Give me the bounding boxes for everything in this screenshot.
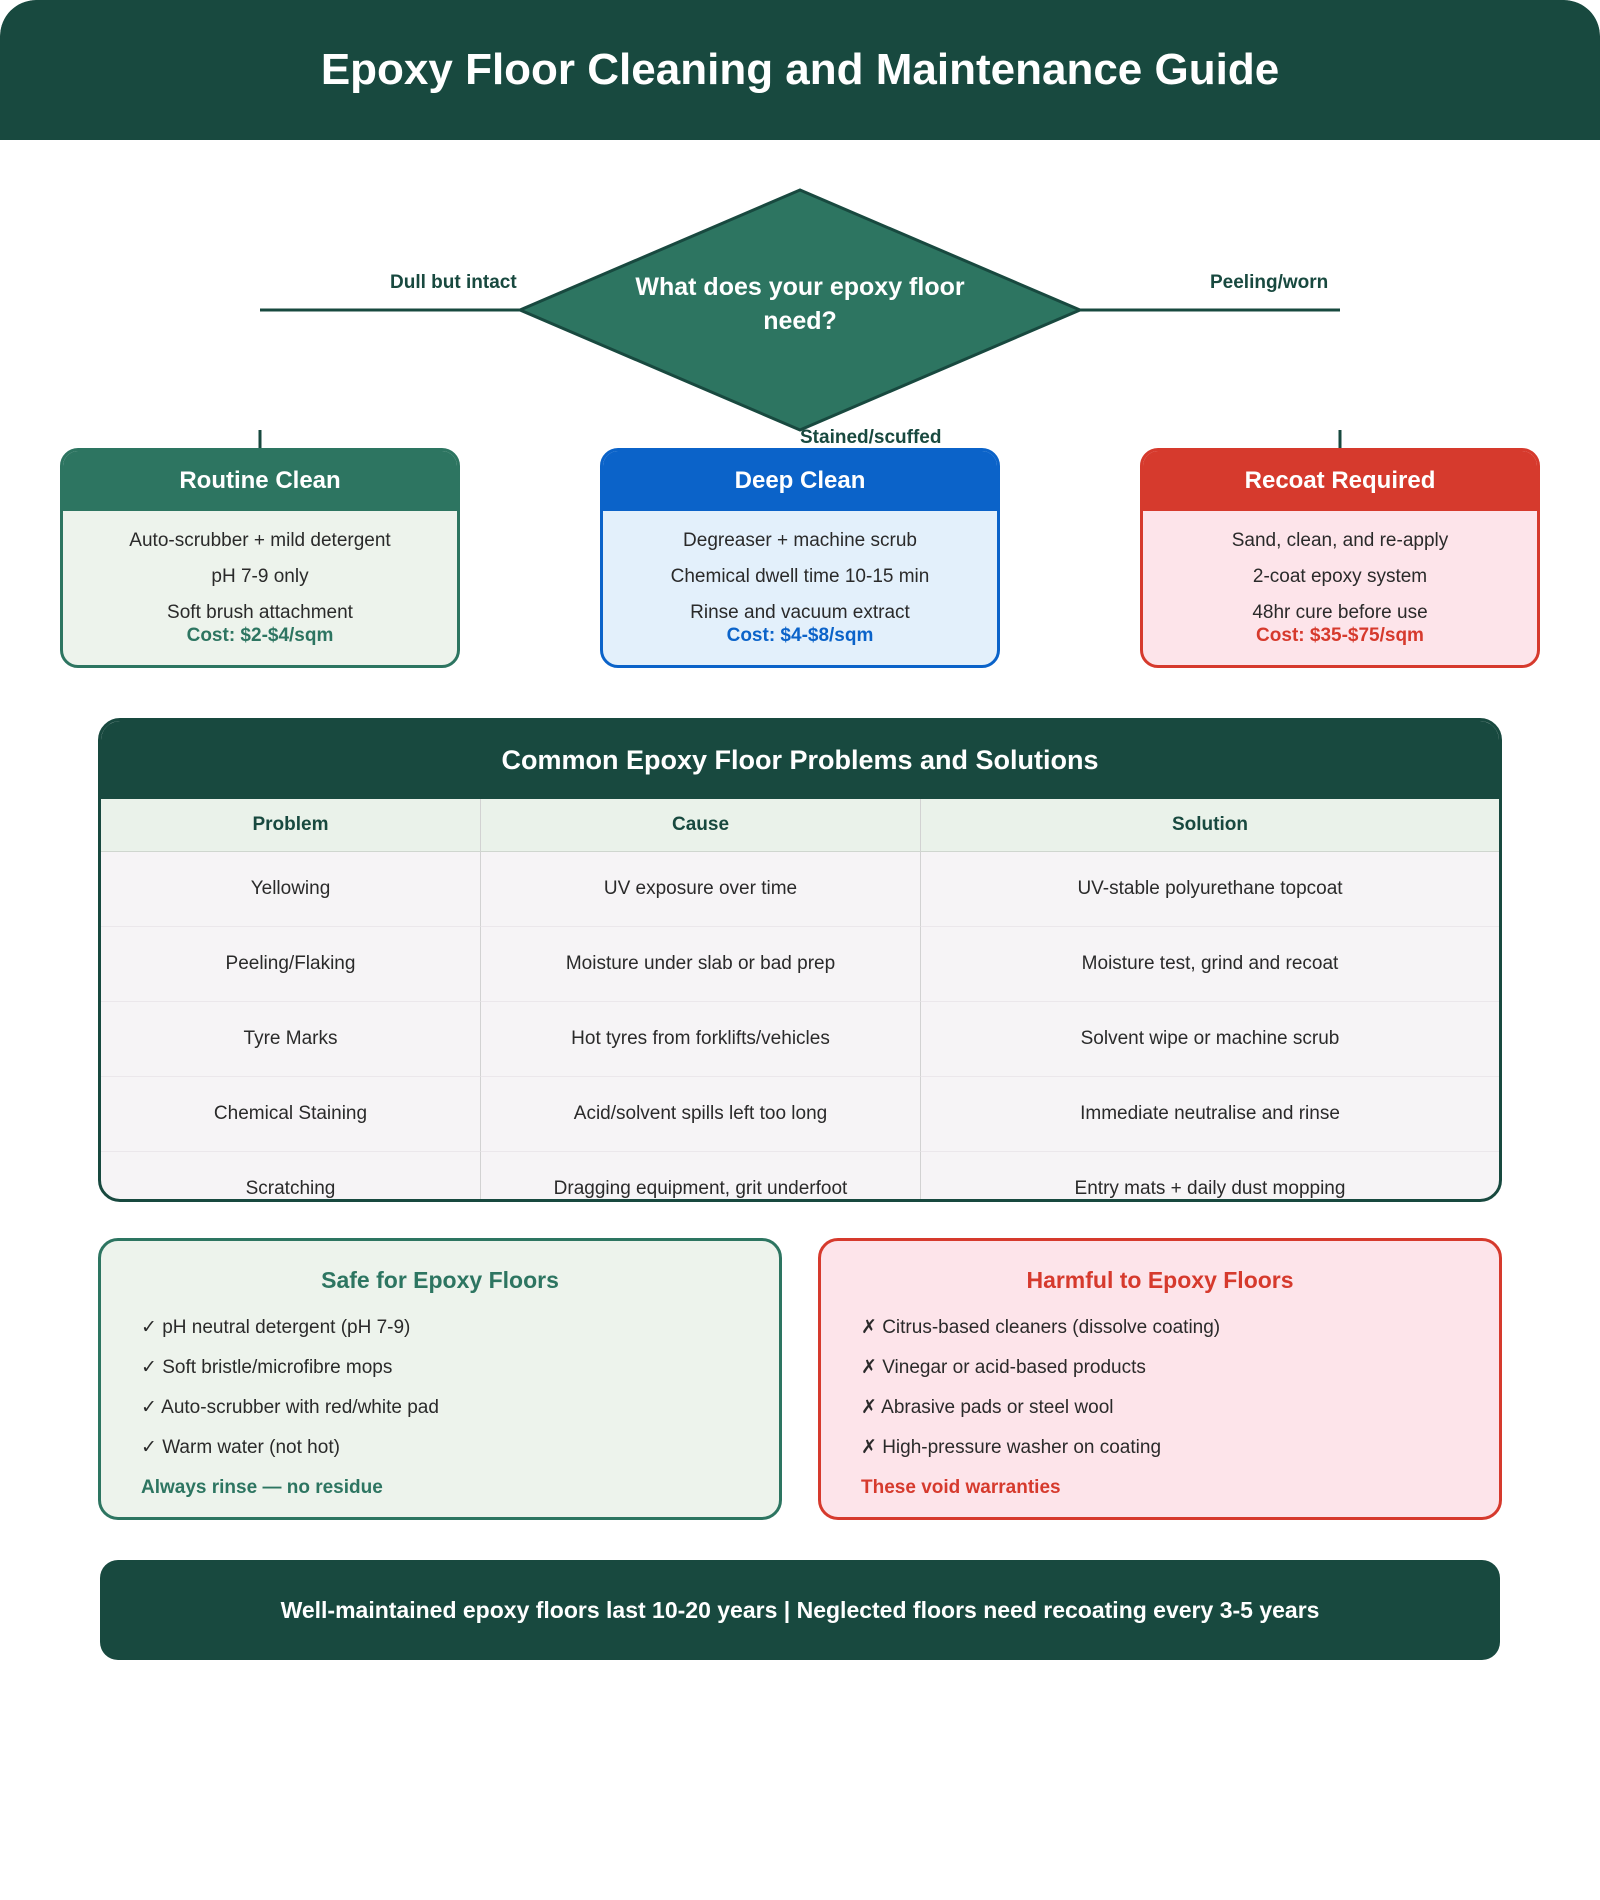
table-cell-cause: Moisture under slab or bad prep [481, 927, 921, 1002]
table-cell-solution: Moisture test, grind and recoat [921, 927, 1499, 1002]
decision-diamond [516, 188, 1084, 432]
table-header-cause: Cause [481, 799, 921, 852]
branch-label-dull: Dull but intact [390, 272, 517, 293]
harmful-list-item: ✗ High-pressure washer on coating [861, 1437, 1162, 1458]
table-cell-solution: UV-stable polyurethane topcoat [921, 852, 1499, 927]
page-header: Epoxy Floor Cleaning and Maintenance Gui… [0, 0, 1600, 140]
card-recoat-cost: Cost: $35-$75/sqm [1256, 625, 1424, 646]
table-header-problem: Problem [101, 799, 481, 852]
table-cell-cause: Acid/solvent spills left too long [481, 1077, 921, 1152]
branch-label-stained: Stained/scuffed [800, 427, 942, 448]
decision-flowchart [258, 188, 1342, 450]
card-recoat-required: Recoat Required Sand, clean, and re-appl… [1140, 448, 1540, 668]
safe-panel-note: Always rinse — no residue [141, 1477, 383, 1498]
problems-table-title: Common Epoxy Floor Problems and Solution… [101, 721, 1499, 799]
harmful-list-item: ✗ Vinegar or acid-based products [861, 1357, 1146, 1378]
card-routine-clean: Routine Clean Auto-scrubber + mild deter… [60, 448, 460, 668]
harmful-list-item: ✗ Abrasive pads or steel wool [861, 1397, 1114, 1418]
harmful-panel-title: Harmful to Epoxy Floors [1026, 1267, 1294, 1293]
page-title: Epoxy Floor Cleaning and Maintenance Gui… [320, 45, 1280, 94]
card-recoat-title: Recoat Required [1143, 451, 1537, 511]
safe-list-item: ✓ Warm water (not hot) [141, 1437, 340, 1458]
safe-panel-title: Safe for Epoxy Floors [321, 1267, 559, 1293]
table-cell-problem: Tyre Marks [101, 1002, 481, 1077]
table-cell-problem: Yellowing [101, 852, 481, 927]
table-cell-problem: Peeling/Flaking [101, 927, 481, 1002]
card-recoat-line: 2-coat epoxy system [1252, 566, 1428, 587]
card-routine-line: Soft brush attachment [167, 602, 353, 623]
card-deep-line: Rinse and vacuum extract [690, 602, 910, 623]
card-routine-line: Auto-scrubber + mild detergent [129, 530, 391, 551]
card-routine-clean-title: Routine Clean [63, 451, 457, 511]
table-cell-solution: Immediate neutralise and rinse [921, 1077, 1499, 1152]
table-cell-problem: Scratching [101, 1152, 481, 1199]
safe-products-panel: Safe for Epoxy Floors ✓ pH neutral deter… [98, 1238, 782, 1520]
table-cell-solution: Entry mats + daily dust mopping [921, 1152, 1499, 1199]
table-cell-cause: Hot tyres from forklifts/vehicles [481, 1002, 921, 1077]
card-deep-cost: Cost: $4-$8/sqm [726, 625, 874, 646]
card-routine-line: pH 7-9 only [211, 566, 309, 587]
footer-banner: Well-maintained epoxy floors last 10-20 … [100, 1560, 1500, 1660]
table-cell-cause: Dragging equipment, grit underfoot [481, 1152, 921, 1199]
card-recoat-line: Sand, clean, and re-apply [1231, 530, 1449, 551]
harmful-panel-note: These void warranties [861, 1477, 1061, 1498]
harmful-products-panel: Harmful to Epoxy Floors ✗ Citrus-based c… [818, 1238, 1502, 1520]
card-recoat-line: 48hr cure before use [1252, 602, 1428, 623]
harmful-list-item: ✗ Citrus-based cleaners (dissolve coatin… [861, 1317, 1221, 1338]
safe-list-item: ✓ pH neutral detergent (pH 7-9) [141, 1317, 411, 1338]
safe-list-item: ✓ Auto-scrubber with red/white pad [141, 1397, 439, 1418]
card-deep-line: Chemical dwell time 10-15 min [670, 566, 930, 587]
card-deep-clean: Deep Clean Degreaser + machine scrub Che… [600, 448, 1000, 668]
table-header-solution: Solution [921, 799, 1499, 852]
table-cell-solution: Solvent wipe or machine scrub [921, 1002, 1499, 1077]
table-cell-problem: Chemical Staining [101, 1077, 481, 1152]
safe-list-item: ✓ Soft bristle/microfibre mops [141, 1357, 393, 1378]
problems-table: Common Epoxy Floor Problems and Solution… [98, 718, 1502, 1202]
card-deep-clean-title: Deep Clean [603, 451, 997, 511]
decision-question: What does your epoxy floor need? [635, 273, 965, 335]
card-routine-cost: Cost: $2-$4/sqm [186, 625, 334, 646]
card-deep-line: Degreaser + machine scrub [683, 530, 917, 551]
branch-label-peeling: Peeling/worn [1210, 272, 1329, 293]
table-cell-cause: UV exposure over time [481, 852, 921, 927]
